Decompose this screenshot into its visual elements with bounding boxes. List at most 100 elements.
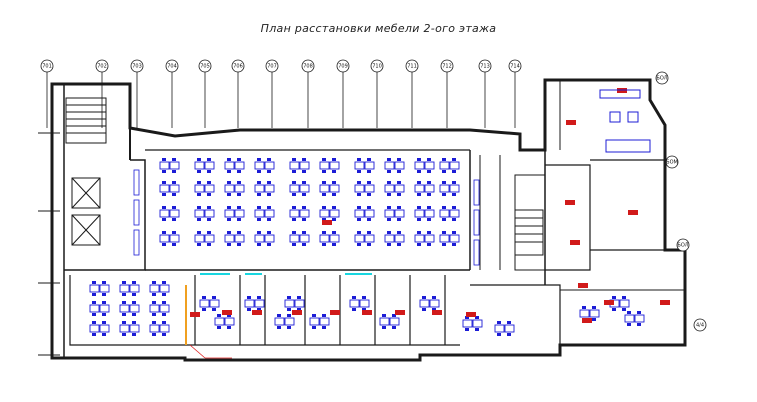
desk-cluster [439, 181, 460, 196]
desk-cluster [214, 314, 235, 329]
desk-cluster [244, 296, 265, 311]
desk-cluster [319, 231, 340, 246]
desk-cluster [349, 296, 370, 311]
axis-bubble: 705 [198, 59, 212, 128]
desk-cluster [194, 181, 215, 196]
desk-cluster [254, 158, 275, 173]
axis-bubble: 4/4 [693, 318, 707, 332]
desk-cluster [494, 321, 515, 336]
axis-label: БОЛ [677, 243, 688, 249]
storage-unit [133, 229, 140, 256]
furniture-layout [89, 158, 645, 336]
axis-label: 706 [233, 64, 243, 70]
axis-bubble: 711 [405, 59, 419, 128]
desk-cluster [414, 231, 435, 246]
axis-bubble: 709 [336, 59, 350, 128]
storage-unit [473, 209, 480, 236]
room-tag [222, 310, 232, 315]
desk-cluster [89, 321, 110, 336]
desk-cluster [439, 231, 460, 246]
axis-label: 701 [42, 64, 52, 70]
desk-cluster [354, 181, 375, 196]
desk-cluster [224, 158, 245, 173]
room-tag [432, 310, 442, 315]
axis-bubble: 704 [165, 59, 179, 128]
axis-label: 703 [132, 64, 142, 70]
desk-cluster [309, 314, 330, 329]
room-tag [330, 310, 340, 315]
desk-cluster [194, 231, 215, 246]
axis-bubble: 701 [40, 59, 54, 128]
axis-bubble: 706 [231, 59, 245, 128]
desk-cluster [289, 231, 310, 246]
desk-cluster [149, 281, 170, 296]
axis-bubble: 703 [130, 59, 144, 128]
storage-unit [473, 239, 480, 266]
desk-cluster [319, 206, 340, 221]
desk-cluster [289, 206, 310, 221]
axis-bubble: 707 [265, 59, 279, 128]
axis-bubble: 714 [508, 59, 522, 128]
desk-cluster [119, 281, 140, 296]
desk-cluster [414, 158, 435, 173]
axis-bubble: 713 [478, 59, 492, 128]
room-tag [578, 283, 588, 288]
axis-label: 710 [372, 64, 382, 70]
grid-ticks-left [38, 132, 60, 356]
plan-title: План расстановки мебели 2-ого этажа [260, 22, 497, 35]
room-tag [628, 210, 638, 215]
axis-label: 711 [407, 64, 417, 70]
desk-cluster [224, 206, 245, 221]
desk-cluster [254, 231, 275, 246]
room-tag [582, 318, 592, 323]
axis-bubble: БОЛ [655, 71, 669, 85]
desk-cluster [419, 296, 440, 311]
axis-label: 4/4 [696, 323, 704, 329]
desk-cluster [284, 296, 305, 311]
axis-bubble: 702 [95, 59, 109, 128]
axis-label: 704 [167, 64, 177, 70]
desk-cluster [384, 181, 405, 196]
desk-cluster [159, 206, 180, 221]
room-tag [570, 240, 580, 245]
desk-cluster [384, 158, 405, 173]
room-tag [252, 310, 262, 315]
desk-cluster [194, 206, 215, 221]
office-partitions [194, 275, 446, 345]
desk-cluster [149, 301, 170, 316]
desk-cluster [159, 158, 180, 173]
room-tag [395, 310, 405, 315]
room-tag [566, 120, 576, 125]
desk-cluster [354, 206, 375, 221]
building-walls [50, 78, 687, 362]
desk-cluster [439, 206, 460, 221]
axis-label: БОМ [666, 160, 678, 166]
axis-bubble: 710 [370, 59, 384, 128]
axis-label: БОЛ [656, 76, 667, 82]
axis-bubble: БОМ [665, 155, 679, 169]
room-tag [190, 312, 200, 317]
desk-cluster [354, 231, 375, 246]
room-tag [322, 220, 332, 225]
desk-cluster [119, 301, 140, 316]
room-tags [190, 88, 670, 323]
desk-cluster [199, 296, 220, 311]
axis-label: 707 [267, 64, 277, 70]
room-tag [362, 310, 372, 315]
desk-cluster [439, 158, 460, 173]
axis-bubble: 708 [301, 59, 315, 128]
desk-cluster [254, 206, 275, 221]
desk-cluster [274, 314, 295, 329]
desk-cluster [224, 231, 245, 246]
grid-axes-right: БОЛ БОМ БОЛ 4/4 [655, 71, 707, 332]
desk-cluster [89, 281, 110, 296]
room-tag [660, 300, 670, 305]
desk-cluster [624, 311, 645, 326]
axis-bubble: 712 [440, 59, 454, 128]
desk-cluster [194, 158, 215, 173]
desk-cluster [159, 181, 180, 196]
room-tag [604, 300, 614, 305]
room-tag [292, 310, 302, 315]
desk-cluster [289, 158, 310, 173]
storage-unit [473, 179, 480, 206]
